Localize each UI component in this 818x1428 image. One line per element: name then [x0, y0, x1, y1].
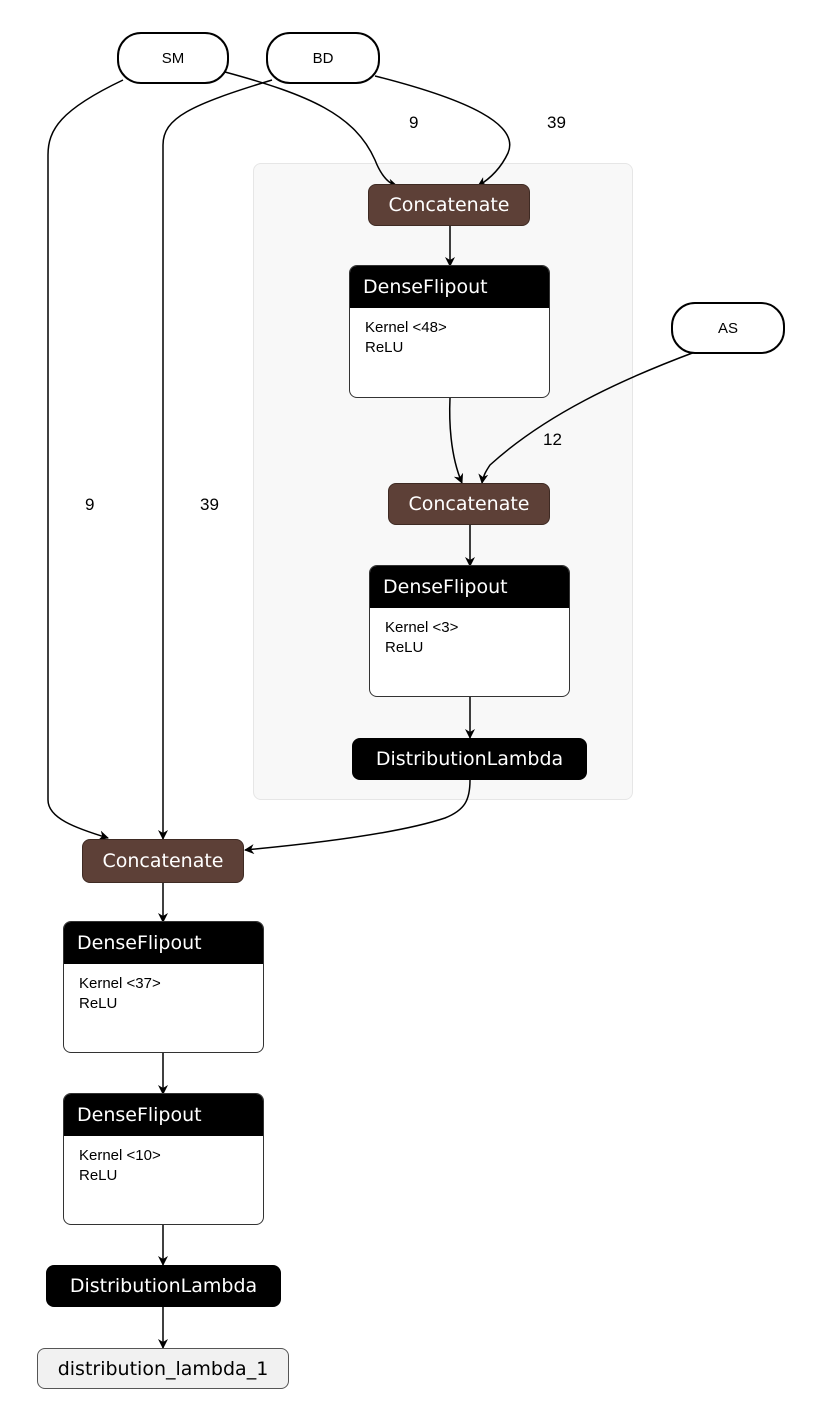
dense-flipout-node-2[interactable]: DenseFlipout Kernel <3> ReLU: [369, 565, 570, 697]
distribution-lambda-node-inner[interactable]: DistributionLambda: [352, 738, 587, 780]
edge-label-as-concat2: 12: [543, 430, 562, 449]
dense-flipout-1-kernel: Kernel <48>: [365, 319, 447, 336]
dense-flipout-node-4[interactable]: DenseFlipout Kernel <10> ReLU: [63, 1093, 264, 1225]
concatenate-node-3[interactable]: Concatenate: [82, 839, 244, 883]
edge-sm-to-concat1: [224, 71, 398, 189]
dense-flipout-2-kernel: Kernel <3>: [385, 619, 459, 636]
input-node-as[interactable]: AS: [671, 302, 785, 354]
concatenate-node-2[interactable]: Concatenate: [388, 483, 550, 525]
edge-dense1-to-concat2: [448, 397, 464, 484]
edge-label-bd-concat1: 39: [547, 113, 566, 132]
distribution-lambda-node-outer[interactable]: DistributionLambda: [46, 1265, 281, 1307]
dense-flipout-3-kernel: Kernel <37>: [79, 975, 161, 992]
dense-flipout-4-kernel: Kernel <10>: [79, 1147, 161, 1164]
input-node-bd[interactable]: BD: [266, 32, 380, 84]
edge-sm-to-concat3: [47, 79, 124, 841]
concatenate-node-1[interactable]: Concatenate: [368, 184, 530, 226]
dense-flipout-1-activation: ReLU: [365, 339, 404, 356]
dense-flipout-node-3[interactable]: DenseFlipout Kernel <37> ReLU: [63, 921, 264, 1053]
dense-flipout-2-activation: ReLU: [385, 639, 424, 656]
dense-flipout-1-title: DenseFlipout: [350, 266, 549, 308]
edge-as-to-concat2: [478, 351, 696, 484]
edge-dlinner-to-concat3: [244, 779, 471, 855]
input-node-sm[interactable]: SM: [117, 32, 229, 84]
edge-bd-to-concat3: [158, 79, 273, 840]
edge-label-sm-concat1: 9: [409, 113, 419, 132]
output-node-distribution-lambda-1[interactable]: distribution_lambda_1: [37, 1348, 289, 1389]
edge-label-bd-concat3: 39: [200, 495, 219, 514]
dense-flipout-3-activation: ReLU: [79, 995, 118, 1012]
dense-flipout-4-activation: ReLU: [79, 1167, 118, 1184]
dense-flipout-4-title: DenseFlipout: [64, 1094, 263, 1136]
edge-label-sm-concat3: 9: [85, 495, 95, 514]
dense-flipout-3-title: DenseFlipout: [64, 922, 263, 964]
dense-flipout-2-title: DenseFlipout: [370, 566, 569, 608]
dense-flipout-node-1[interactable]: DenseFlipout Kernel <48> ReLU: [349, 265, 550, 398]
edge-bd-to-concat1: [374, 75, 511, 187]
